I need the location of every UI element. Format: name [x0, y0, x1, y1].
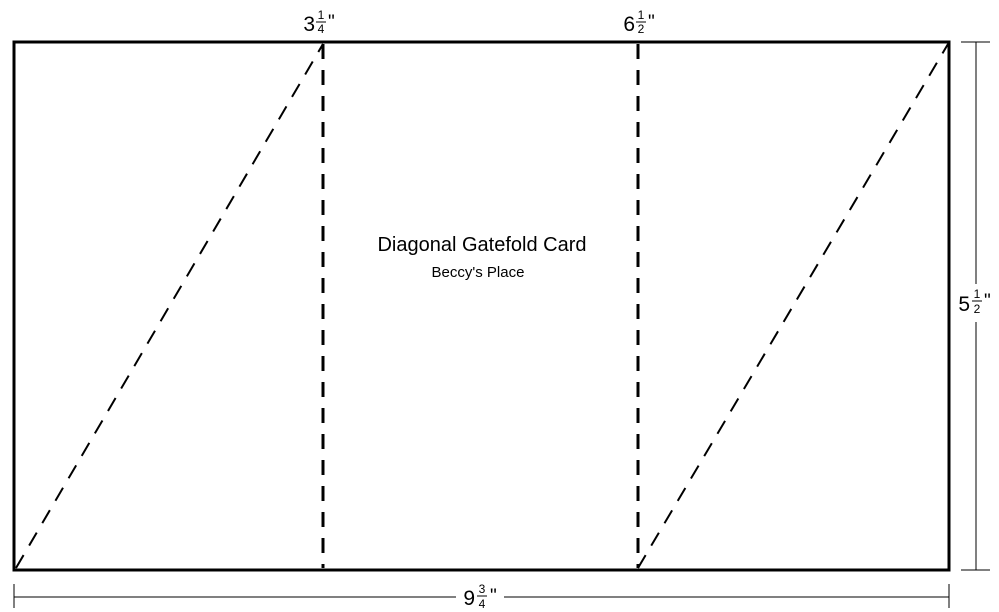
fold-marker-left-label: 3 1 4 ": [303, 8, 334, 36]
fold-marker-right-whole: 6: [623, 13, 635, 36]
fold-marker-right-unit: ": [648, 12, 655, 33]
width-dimension-denominator: 4: [479, 597, 486, 611]
height-dimension-label: 5 1 2 ": [958, 287, 990, 316]
fold-marker-left-numerator: 1: [318, 8, 325, 22]
width-dimension-label: 9 3 4 ": [463, 582, 496, 611]
fold-marker-right-numerator: 1: [638, 8, 645, 22]
height-dimension-denominator: 2: [974, 302, 981, 316]
card-subtitle: Beccy's Place: [432, 264, 525, 281]
fold-marker-left-denominator: 4: [318, 22, 325, 36]
width-dimension-line: [13, 584, 950, 608]
height-dimension-whole: 5: [958, 293, 970, 316]
card-title: Diagonal Gatefold Card: [377, 234, 586, 256]
fold-marker-left-unit: ": [328, 12, 335, 33]
fold-marker-left-whole: 3: [303, 13, 315, 36]
width-dimension-unit: ": [490, 586, 497, 607]
width-dimension-numerator: 3: [479, 582, 486, 596]
width-dimension-whole: 9: [463, 587, 475, 610]
fold-marker-right-label: 6 1 2 ": [623, 8, 654, 36]
diagonal-cut-right: [637, 43, 949, 569]
diagonal-cut-left: [15, 43, 324, 569]
height-dimension-line: [961, 41, 990, 571]
height-dimension-unit: ": [984, 291, 991, 312]
fold-marker-right-denominator: 2: [638, 22, 645, 36]
height-dimension-numerator: 1: [974, 287, 981, 301]
card-outline: [12, 40, 951, 572]
